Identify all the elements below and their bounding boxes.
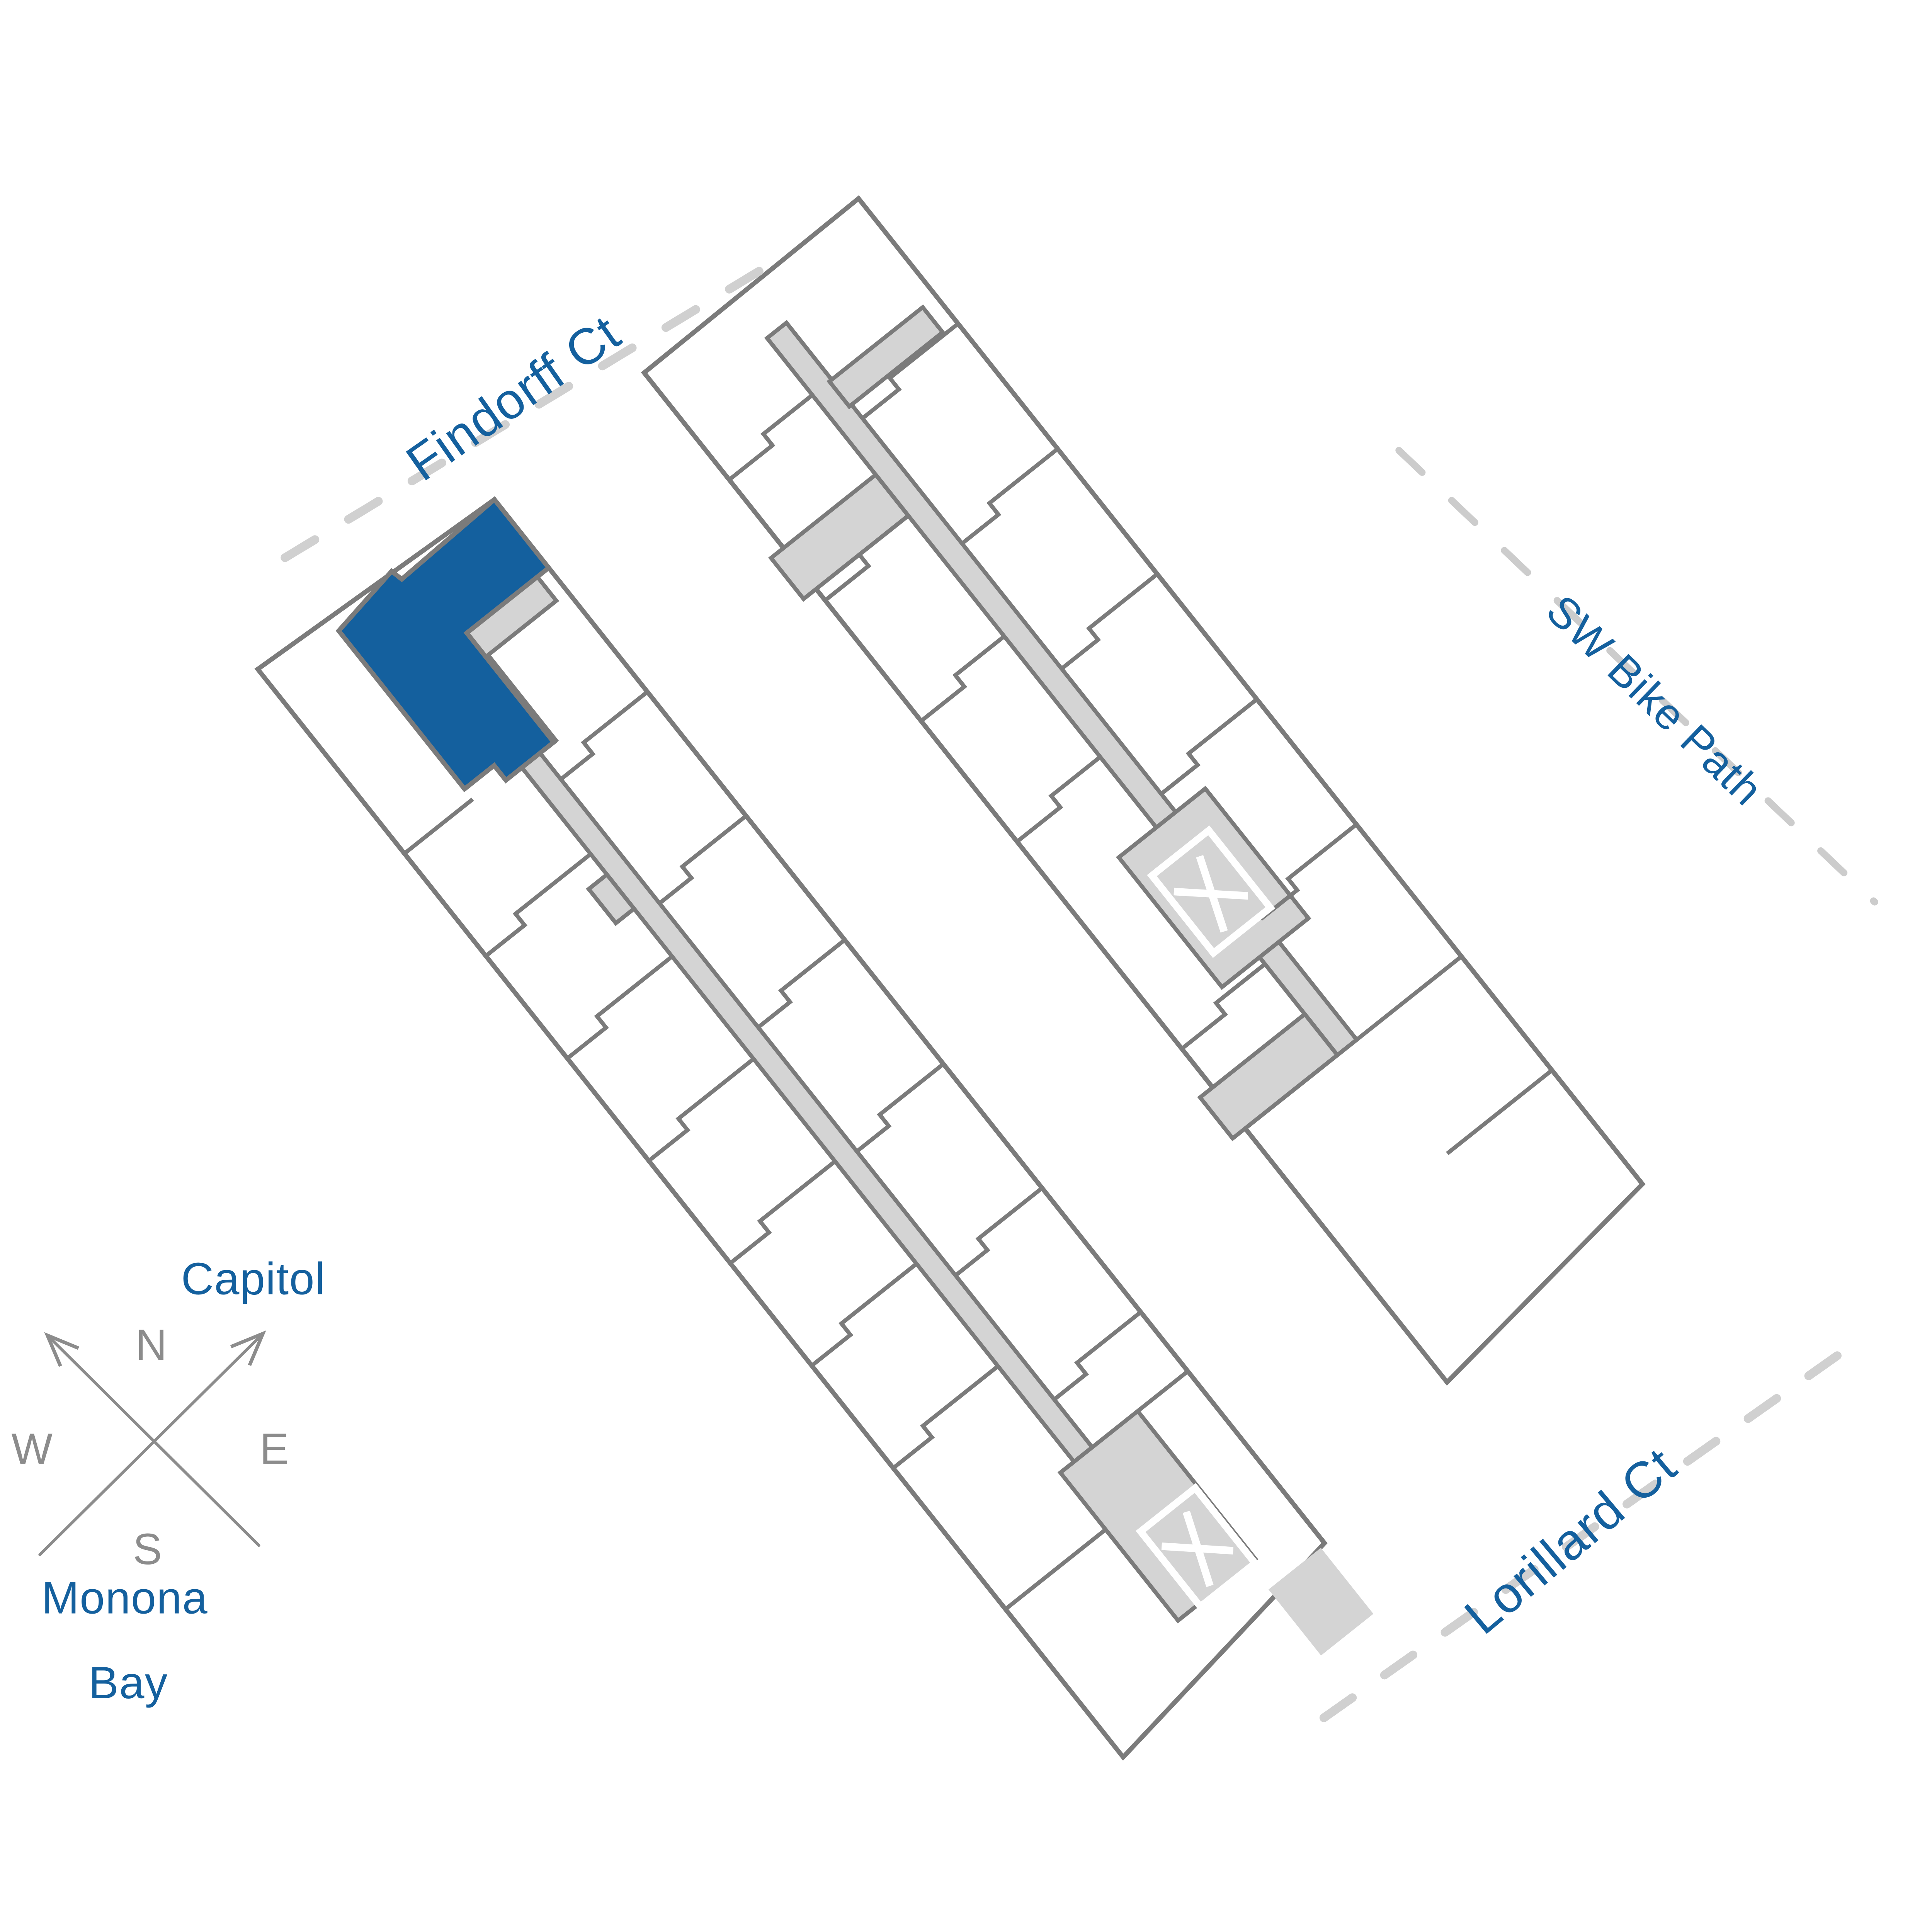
compass-arrowhead-northeast [230, 1330, 266, 1366]
compass-northeast-arrow-shaft [38, 1332, 265, 1556]
lorillard-ct-label: Lorillard Ct [1454, 1437, 1687, 1645]
unit-divider [1259, 823, 1358, 921]
unit-divider [403, 798, 474, 855]
unit-divider [729, 1160, 837, 1265]
unit-divider [892, 1364, 1000, 1470]
unit-divider [954, 1186, 1044, 1277]
stairwell-x-stroke [1161, 1542, 1234, 1554]
monona-bay-label-line1: Monona [42, 1572, 208, 1623]
building-east [641, 195, 1646, 1386]
unit-divider [560, 690, 649, 781]
unit-divider [658, 814, 748, 905]
unit-divider [824, 514, 910, 602]
compass-north-label: N [136, 1321, 167, 1369]
unit-divider [1244, 955, 1463, 1130]
unit-dividers-southwest [403, 798, 1107, 1611]
compass-east-label: E [260, 1424, 289, 1473]
unit-dividers-southwest [728, 393, 1463, 1130]
building-west [254, 493, 1374, 1761]
unit-dividers-northeast [560, 690, 1189, 1413]
unit-divider [1180, 962, 1266, 1051]
compass-rose: N E S W [12, 1321, 289, 1573]
sw-bike-path-label: SW Bike Path [1537, 585, 1772, 815]
unit-divider [1136, 1369, 1189, 1413]
unit-divider [1160, 697, 1258, 796]
compass-arrowhead-northwest [44, 1332, 79, 1367]
compass-northwest-arrow-shaft [46, 1334, 260, 1547]
unit-divider [757, 938, 846, 1029]
capitol-label: Capitol [181, 1253, 326, 1304]
exit-walkway [1268, 1548, 1374, 1656]
lorillard-ct-dashed-line [1319, 1344, 1852, 1722]
landmark-labels: Capitol Monona Bay [42, 1253, 326, 1708]
unit-divider [728, 393, 814, 481]
monona-bay-label-line2: Bay [88, 1657, 168, 1708]
unit-divider [1060, 572, 1159, 670]
unit-divider [961, 447, 1059, 545]
stairwell-icon [1136, 1483, 1260, 1612]
compass-south-label: S [133, 1525, 162, 1573]
stairwell-x-stroke [1173, 888, 1248, 900]
findorff-ct-label: Findorff Ct [396, 304, 630, 492]
unit-divider [920, 634, 1006, 723]
unit-divider [1015, 755, 1102, 844]
unit-divider [1446, 1068, 1553, 1155]
unit-divider [485, 852, 592, 958]
unit-divider [1004, 1528, 1107, 1611]
stairwell-icon [1147, 825, 1276, 958]
unit-divider [566, 955, 673, 1060]
unit-dividers-northeast [861, 322, 1553, 1155]
unit-divider [861, 322, 959, 420]
highlighted-unit[interactable] [330, 493, 636, 804]
corridor-nook [586, 871, 637, 926]
unit-divider [810, 1262, 918, 1367]
unit-divider [1053, 1310, 1142, 1401]
unit-divider [647, 1057, 755, 1163]
entry-stub [768, 472, 912, 602]
findorff-ct-dashed-line [281, 267, 764, 562]
unit-divider [855, 1062, 945, 1153]
compass-west-label: W [12, 1424, 53, 1473]
corridor-arm [827, 304, 946, 410]
